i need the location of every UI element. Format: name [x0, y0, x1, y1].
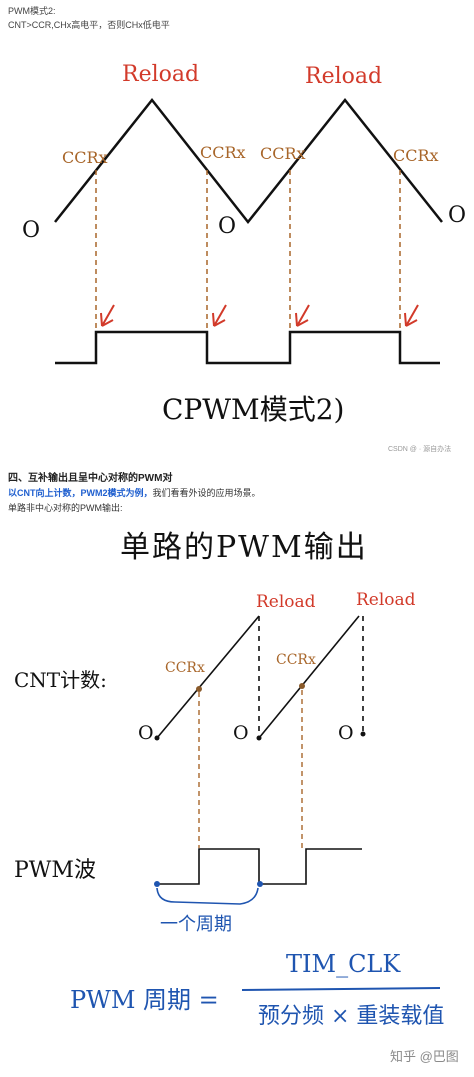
reload-label: Reload: [356, 590, 416, 610]
zero-label: O: [448, 203, 467, 228]
cnt-count-label: CNT计数:: [14, 668, 107, 692]
zero-label: O: [22, 218, 41, 243]
formula-numerator: TIM_CLK: [286, 950, 401, 978]
formula-left: PWM 周期 =: [70, 986, 219, 1014]
fraction-bar: [241, 987, 441, 991]
ccr-label: CCRx: [200, 143, 246, 162]
zero-label: O: [138, 722, 154, 744]
pwm-mode2-heading: PWM模式2:: [8, 6, 56, 16]
footer-attribution: 知乎 @巴图: [390, 1049, 459, 1064]
transition-arrows: [100, 304, 419, 327]
period-bracket: [154, 881, 263, 905]
pwm-wave-label: PWM波: [14, 858, 96, 883]
ccr-label: CCRx: [62, 148, 108, 167]
zero-label: O: [218, 214, 237, 239]
reload-label: Reload: [256, 592, 316, 612]
ccr-label: CCRx: [276, 652, 316, 668]
formula-denominator: 预分频 × 重装载值: [258, 1004, 445, 1029]
intro-highlight: 以CNT向上计数，PWM2模式为例，: [8, 488, 153, 498]
diagram-caption: CPWM模式2): [162, 393, 345, 426]
pwm-mode2-description: CNT>CCR,CHx高电平，否则CHx低电平: [8, 20, 170, 30]
intro-rest: 我们看看外设的应用场景。: [152, 488, 261, 498]
ccr-points: [196, 683, 305, 692]
cnt-sawtooth-wave: [156, 615, 360, 739]
section-intro: 以CNT向上计数，PWM2模式为例，我们看看外设的应用场景。: [8, 486, 261, 499]
zero-label: O: [338, 722, 354, 744]
pwm-output-wave: [157, 848, 362, 885]
zero-label: O: [233, 722, 249, 744]
section-title: 四、互补输出且呈中心对称的PWM对: [8, 473, 173, 484]
pwm-output-wave: [55, 330, 440, 365]
ccr-projection-lines: [198, 690, 303, 848]
ccr-label: CCRx: [165, 660, 205, 676]
ccr-label: CCRx: [393, 146, 439, 165]
ccr-label: CCRx: [260, 144, 306, 163]
cnt-triangle-wave: [54, 97, 443, 225]
section-subtitle: 单路非中心对称的PWM输出:: [8, 503, 123, 513]
reload-label: Reload: [305, 64, 383, 89]
handwritten-title: 单路的PWM输出: [120, 530, 368, 565]
zero-points: [154, 731, 366, 741]
reload-label: Reload: [122, 62, 200, 87]
watermark: CSDN @ · 源自办法: [388, 446, 452, 453]
period-label: 一个周期: [160, 914, 232, 935]
pwm-mode2-diagram: [54, 97, 443, 365]
reset-lines: [258, 616, 364, 736]
